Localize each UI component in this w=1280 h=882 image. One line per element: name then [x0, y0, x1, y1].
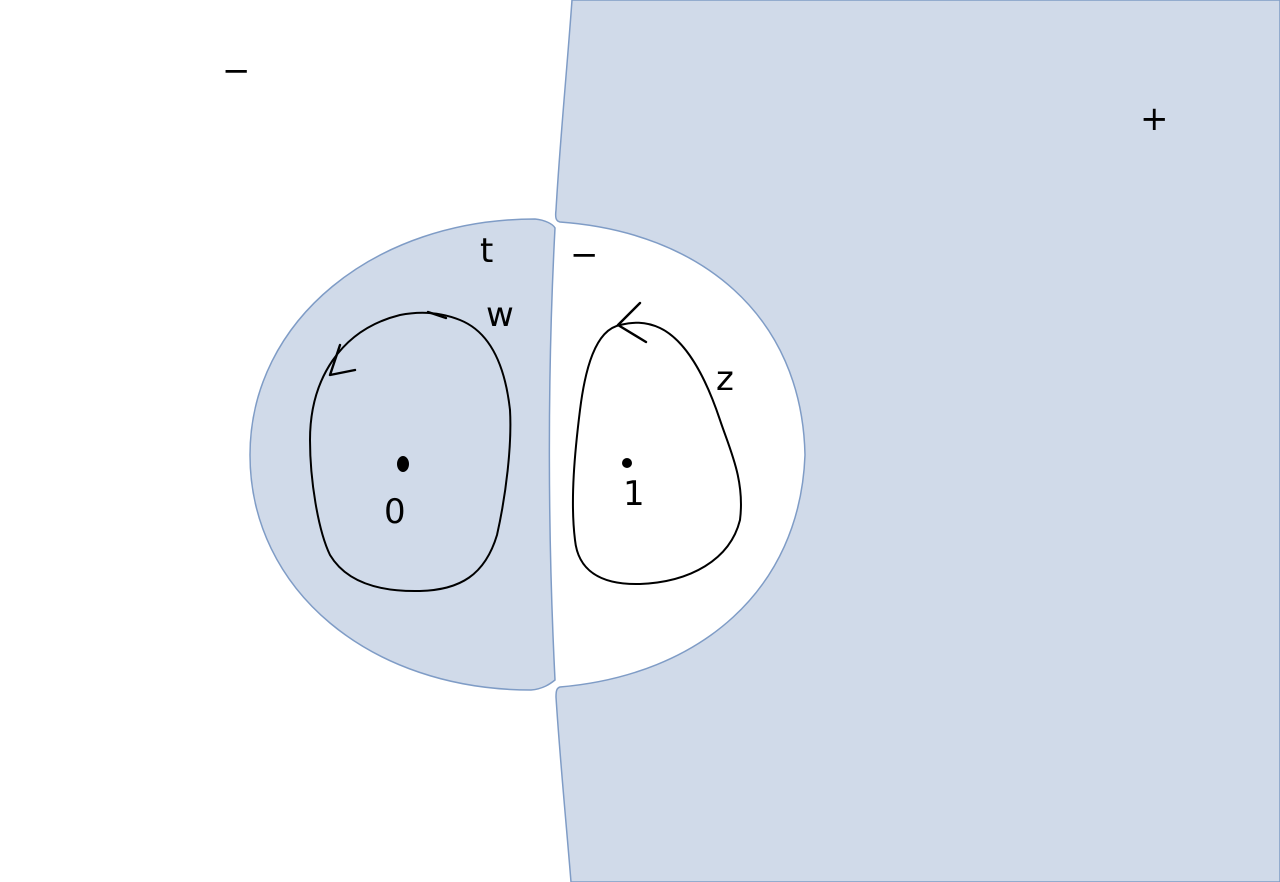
point-1-dot — [622, 458, 632, 468]
outer-right-region — [554, 0, 1280, 882]
right-half-sign: − — [570, 235, 599, 275]
left-half-region — [249, 218, 556, 691]
left-contour-tick — [426, 310, 448, 320]
left-half-sign: t — [480, 231, 493, 271]
left-point-label: 0 — [384, 492, 406, 532]
right-contour-arrowhead — [616, 301, 648, 344]
right-contour — [571, 321, 742, 586]
left-contour-variable: w — [486, 295, 514, 335]
left-contour — [309, 311, 512, 593]
point-0-dot — [397, 456, 409, 472]
outer-right-sign: + — [1140, 99, 1169, 139]
right-contour-variable: z — [716, 359, 734, 399]
right-point-label: 1 — [623, 474, 645, 514]
left-contour-arrowhead — [328, 343, 357, 377]
outer-left-sign: − — [222, 51, 251, 91]
